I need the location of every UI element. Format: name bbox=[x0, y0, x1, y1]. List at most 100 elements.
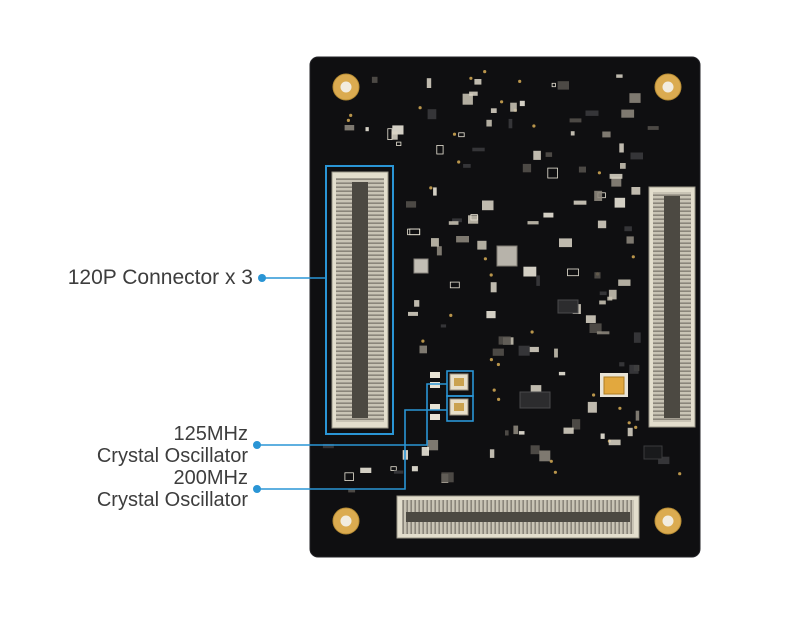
callout-dot-125mhz bbox=[253, 441, 261, 449]
metal-ic bbox=[496, 245, 518, 267]
smd-component bbox=[529, 346, 539, 353]
smd-component bbox=[426, 78, 432, 88]
smd-component bbox=[629, 364, 639, 374]
via bbox=[634, 425, 638, 429]
smd-component bbox=[530, 445, 540, 455]
smd-component bbox=[440, 324, 447, 328]
smd-component bbox=[600, 433, 605, 439]
smd-component bbox=[624, 226, 632, 232]
gold-component bbox=[603, 376, 625, 395]
smd-component bbox=[490, 108, 497, 113]
smd-component bbox=[365, 127, 369, 132]
smd-component bbox=[441, 472, 454, 483]
via bbox=[549, 459, 553, 463]
smd-component bbox=[392, 125, 404, 135]
mounting-hole-top-right bbox=[654, 73, 682, 101]
via bbox=[497, 397, 501, 401]
callout-line-125mhz bbox=[257, 383, 447, 446]
smd-components bbox=[322, 70, 682, 493]
smd-component bbox=[414, 300, 420, 307]
label-200mhz-oscillator: 200MHz Crystal Oscillator bbox=[97, 467, 248, 511]
smd-component bbox=[518, 345, 530, 356]
smd-component bbox=[456, 236, 469, 243]
smd-component bbox=[629, 93, 641, 103]
via bbox=[631, 255, 635, 259]
smd-component bbox=[458, 132, 465, 138]
dark-ic bbox=[519, 391, 551, 409]
via bbox=[429, 186, 433, 190]
smd-component bbox=[486, 311, 496, 319]
smd-component bbox=[489, 449, 495, 458]
via bbox=[483, 257, 487, 261]
label-125mhz-caption: Crystal Oscillator bbox=[96, 445, 248, 467]
smd-component bbox=[348, 489, 356, 493]
smd-component bbox=[596, 331, 610, 335]
smd-component bbox=[572, 419, 581, 430]
via bbox=[678, 472, 682, 476]
via bbox=[592, 393, 596, 397]
smd-component bbox=[614, 197, 626, 208]
smd-component bbox=[589, 323, 602, 333]
callout-line-200mhz bbox=[257, 409, 447, 490]
via bbox=[418, 106, 422, 110]
via bbox=[627, 421, 631, 425]
smd-component bbox=[408, 311, 418, 316]
mounting-hole-bottom-left bbox=[332, 507, 360, 535]
via bbox=[349, 113, 353, 117]
via bbox=[553, 470, 558, 474]
smd-component bbox=[557, 81, 569, 90]
smd-component bbox=[530, 385, 542, 395]
smd-component bbox=[627, 427, 633, 437]
via bbox=[518, 79, 522, 83]
smd-component bbox=[563, 427, 574, 434]
via bbox=[530, 330, 534, 334]
smd-component bbox=[472, 147, 485, 152]
smd-component bbox=[599, 300, 606, 305]
metal-ic-small bbox=[413, 258, 429, 274]
smd-component bbox=[558, 371, 566, 376]
smd-component bbox=[608, 439, 621, 446]
smd-component bbox=[620, 163, 626, 169]
smd-component bbox=[527, 221, 539, 225]
callout-dot-200mhz bbox=[253, 485, 261, 493]
smd-component bbox=[492, 348, 504, 356]
via bbox=[469, 76, 473, 80]
via bbox=[489, 358, 493, 362]
connector-right-120p bbox=[648, 186, 696, 428]
smd-component bbox=[630, 152, 643, 160]
connector-bottom-120p bbox=[396, 495, 640, 539]
smd-component bbox=[421, 447, 429, 456]
via bbox=[597, 171, 602, 175]
highlight-box-osc-200 bbox=[446, 395, 474, 422]
via bbox=[457, 160, 461, 164]
smd-component bbox=[463, 164, 471, 168]
smd-component bbox=[436, 144, 444, 155]
smd-component bbox=[619, 143, 624, 153]
label-200mhz-caption: Crystal Oscillator bbox=[96, 489, 248, 511]
smd-component bbox=[436, 246, 442, 256]
via bbox=[452, 132, 457, 136]
via bbox=[421, 339, 425, 343]
smd-component bbox=[508, 118, 513, 129]
smd-component bbox=[468, 215, 479, 224]
smd-component bbox=[490, 282, 497, 293]
smd-component bbox=[559, 238, 572, 248]
mounting-hole-top-left bbox=[332, 73, 360, 101]
smd-component bbox=[545, 152, 553, 157]
smd-component bbox=[322, 443, 334, 449]
callout-dot-120p bbox=[258, 274, 266, 282]
via bbox=[489, 273, 493, 277]
smd-component bbox=[585, 110, 599, 116]
smd-component bbox=[597, 220, 607, 229]
via bbox=[532, 124, 536, 128]
smd-component bbox=[452, 218, 462, 223]
smd-component bbox=[609, 173, 623, 179]
black-component bbox=[643, 445, 663, 460]
via bbox=[346, 118, 350, 122]
smd-component bbox=[396, 141, 402, 147]
smd-component bbox=[470, 214, 478, 221]
smd-component bbox=[505, 430, 509, 436]
smd-component bbox=[519, 100, 525, 107]
smd-component bbox=[551, 82, 556, 88]
via bbox=[500, 100, 504, 104]
